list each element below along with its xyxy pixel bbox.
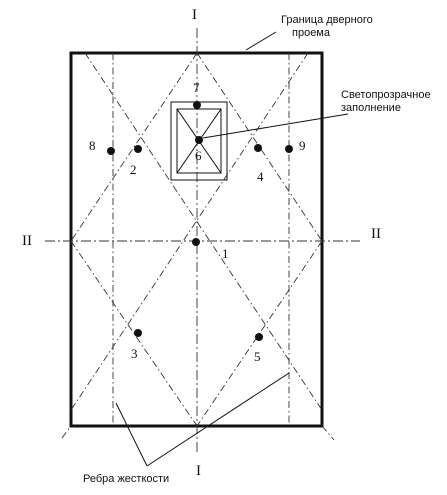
glazing-label-line2: заполнение bbox=[341, 102, 401, 114]
door-boundary-label-line2: проема bbox=[292, 27, 331, 39]
measurement-points bbox=[107, 101, 293, 341]
ribs-leader-right bbox=[146, 372, 290, 467]
point-marker-2 bbox=[134, 145, 142, 153]
point-label-7: 7 bbox=[193, 80, 200, 95]
section-label-right: II bbox=[371, 226, 381, 242]
section-label-bottom: I bbox=[196, 463, 201, 479]
point-marker-5 bbox=[255, 333, 263, 341]
point-marker-6 bbox=[195, 136, 203, 144]
section-label-left: II bbox=[22, 233, 32, 249]
point-marker-1 bbox=[192, 238, 200, 246]
glazing-leader bbox=[202, 113, 349, 139]
diagonal-rib bbox=[70, 52, 309, 411]
point-marker-3 bbox=[134, 329, 142, 337]
diagonal-ribs bbox=[61, 52, 335, 441]
door-boundary-leader bbox=[245, 31, 277, 51]
point-label-1: 1 bbox=[222, 246, 229, 261]
point-marker-9 bbox=[285, 145, 293, 153]
ribs-label: Ребра жесткости bbox=[83, 473, 169, 485]
point-label-2: 2 bbox=[130, 162, 137, 177]
point-marker-7 bbox=[193, 101, 201, 109]
point-marker-8 bbox=[107, 147, 115, 155]
point-label-8: 8 bbox=[89, 138, 96, 153]
diagonal-rib-ext bbox=[61, 425, 72, 439]
point-label-9: 9 bbox=[299, 138, 306, 153]
point-label-5: 5 bbox=[254, 349, 261, 364]
section-label-top: I bbox=[192, 7, 197, 23]
diagonal-rib bbox=[70, 52, 198, 242]
glazing-inner-frame bbox=[176, 108, 222, 174]
point-marker-4 bbox=[254, 144, 262, 152]
door-boundary-label-line1: Граница дверного bbox=[281, 14, 373, 26]
diagonal-rib-ext bbox=[321, 425, 335, 441]
point-label-6: 6 bbox=[195, 148, 202, 163]
diagonal-rib bbox=[84, 52, 323, 411]
point-label-3: 3 bbox=[131, 346, 138, 361]
diagonal-rib bbox=[70, 240, 198, 427]
point-label-4: 4 bbox=[257, 169, 264, 184]
ribs-leader-left bbox=[115, 402, 148, 467]
glazing-label-line1: Светопрозрачное bbox=[341, 89, 431, 101]
